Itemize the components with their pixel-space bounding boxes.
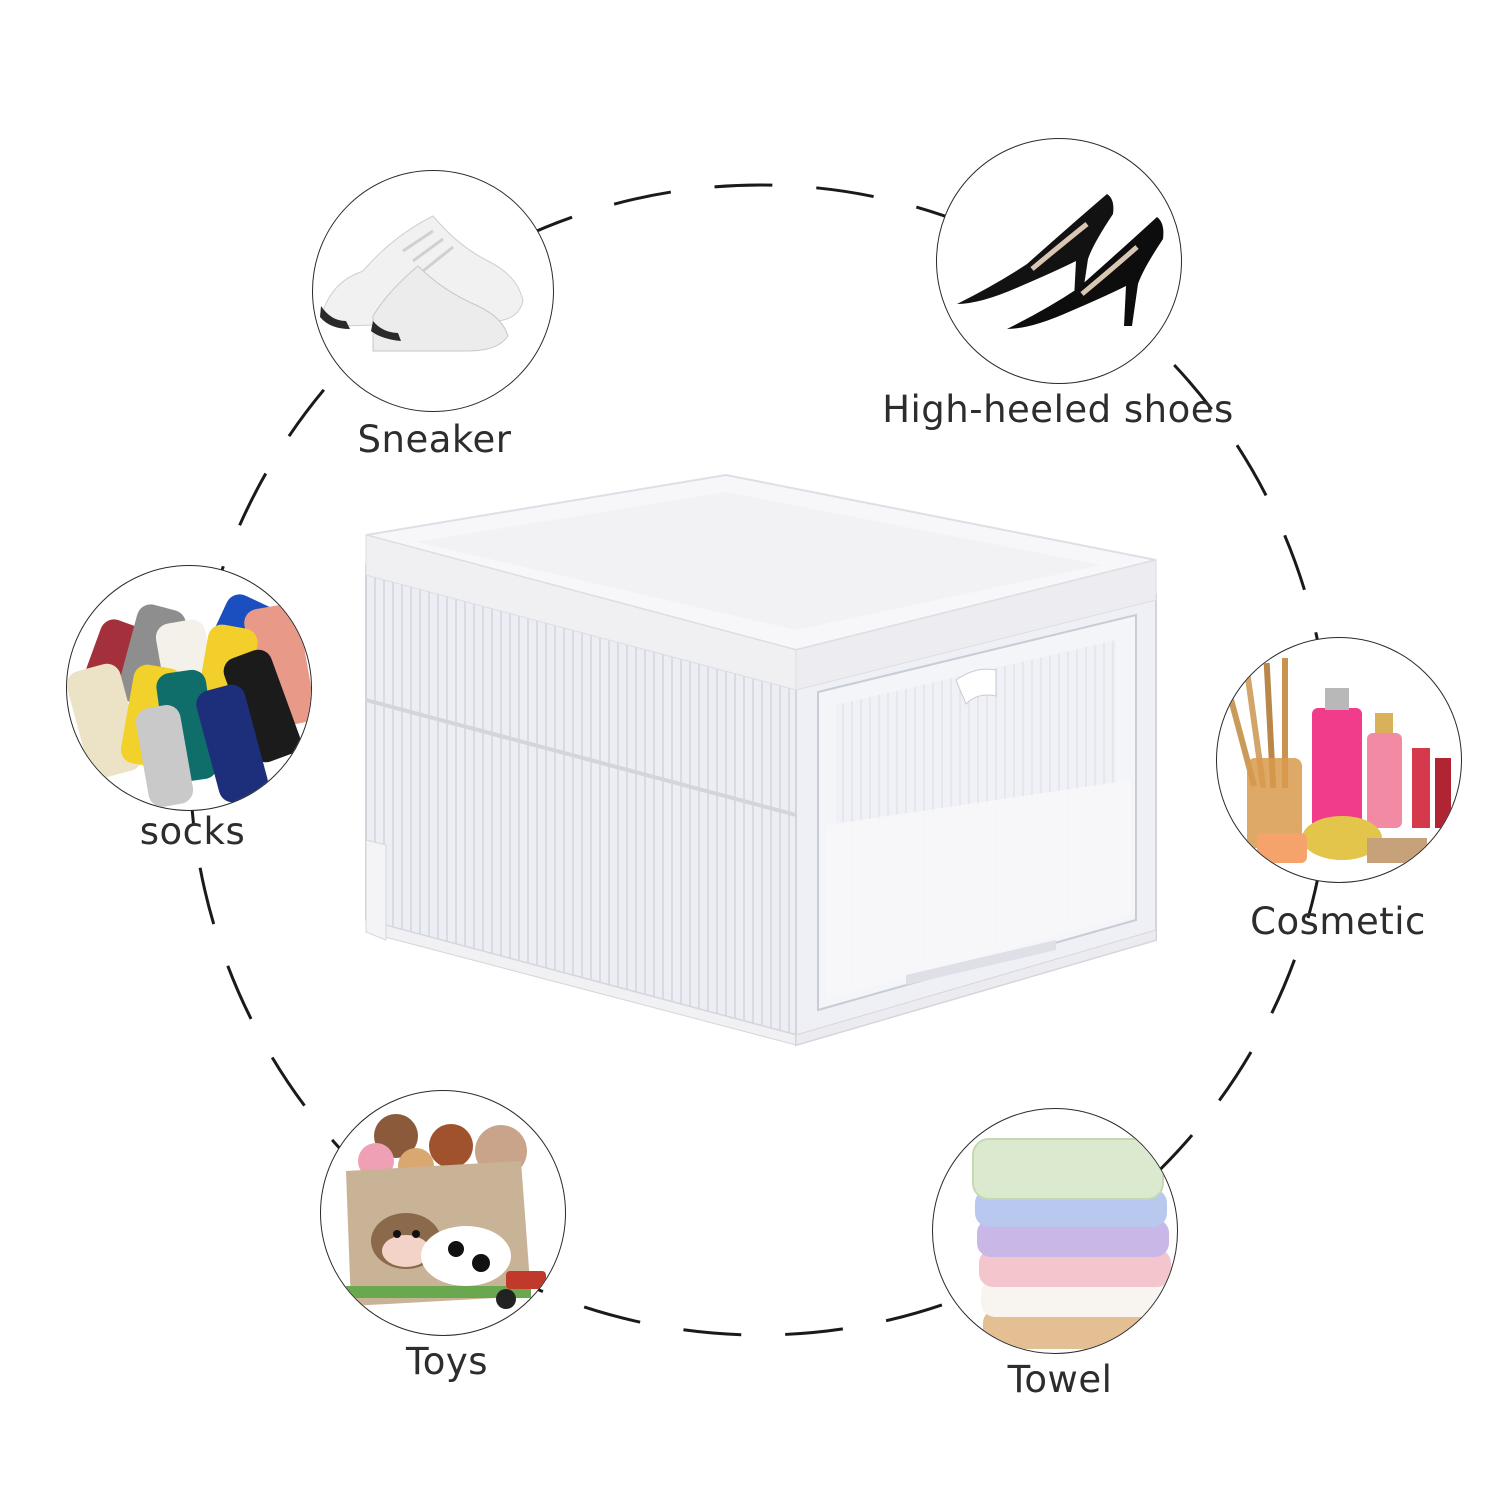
usage-label: Sneaker	[357, 418, 512, 461]
usage-label: socks	[139, 810, 246, 853]
towel-icon	[932, 1108, 1178, 1354]
storage-box-product	[356, 470, 1166, 1050]
cosmetics-icon	[1216, 637, 1462, 883]
usage-label: High-heeled shoes	[882, 388, 1234, 431]
socks-icon	[66, 565, 312, 811]
usage-label: Toys	[405, 1340, 489, 1383]
sneaker-icon	[312, 170, 554, 412]
usage-label: Cosmetic	[1250, 900, 1426, 943]
toys-icon	[320, 1090, 566, 1336]
foldable-storage-box-icon	[365, 473, 1157, 1047]
high-heel-icon	[936, 138, 1182, 384]
usage-label: Towel	[1007, 1358, 1113, 1401]
